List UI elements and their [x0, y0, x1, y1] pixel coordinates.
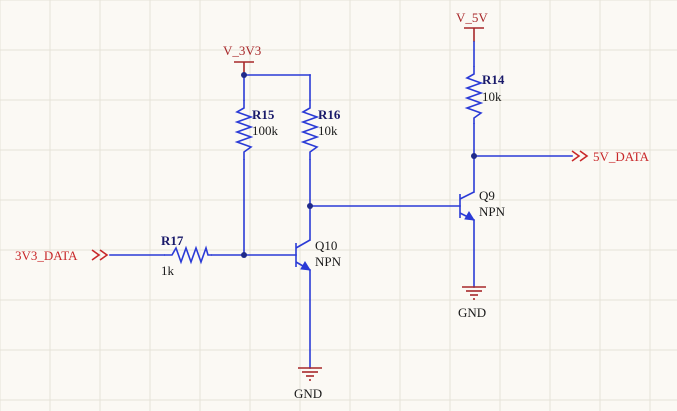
r16-value: 10k — [318, 123, 338, 138]
r17-value: 1k — [161, 263, 175, 278]
junction-dot — [307, 203, 313, 209]
net-port-input[interactable]: 3V3_DATA — [15, 248, 109, 263]
power-label-v5v: V_5V — [456, 10, 488, 25]
power-port-v5v[interactable]: V_5V — [456, 10, 488, 42]
double-chevron-icon — [91, 249, 109, 261]
double-chevron-icon — [571, 150, 589, 162]
transistor-q9[interactable]: Q9 NPN — [459, 188, 506, 221]
junction-dot — [241, 252, 247, 258]
resistor-r16[interactable]: R16 10k — [300, 100, 341, 160]
resistor-r17[interactable]: R17 1k — [161, 233, 212, 278]
q9-type: NPN — [479, 204, 506, 219]
q9-ref: Q9 — [479, 188, 495, 203]
q10-type: NPN — [315, 254, 342, 269]
power-label-v3v3: V_3V3 — [223, 43, 261, 58]
output-net-label: 5V_DATA — [593, 149, 650, 164]
r15-value: 100k — [252, 123, 279, 138]
r17-ref: R17 — [161, 233, 184, 248]
wires — [109, 41, 573, 369]
r14-ref: R14 — [482, 72, 505, 87]
transistor-q10[interactable]: Q10 NPN — [295, 238, 342, 271]
gnd-label-q10: GND — [294, 386, 322, 401]
input-net-label: 3V3_DATA — [15, 248, 78, 263]
q10-ref: Q10 — [315, 238, 337, 253]
junction-dot — [471, 153, 477, 159]
junctions — [241, 72, 477, 258]
r16-ref: R16 — [318, 107, 341, 122]
net-port-output[interactable]: 5V_DATA — [571, 149, 650, 164]
resistor-r15[interactable]: R15 100k — [234, 100, 279, 160]
r15-ref: R15 — [252, 107, 275, 122]
ground-symbol-q10[interactable]: GND — [294, 367, 322, 401]
ground-symbol-q9[interactable]: GND — [458, 286, 486, 320]
gnd-label-q9: GND — [458, 305, 486, 320]
r14-value: 10k — [482, 89, 502, 104]
resistor-r14[interactable]: R14 10k — [464, 66, 505, 124]
power-port-v3v3[interactable]: V_3V3 — [223, 43, 261, 75]
junction-dot — [241, 72, 247, 78]
